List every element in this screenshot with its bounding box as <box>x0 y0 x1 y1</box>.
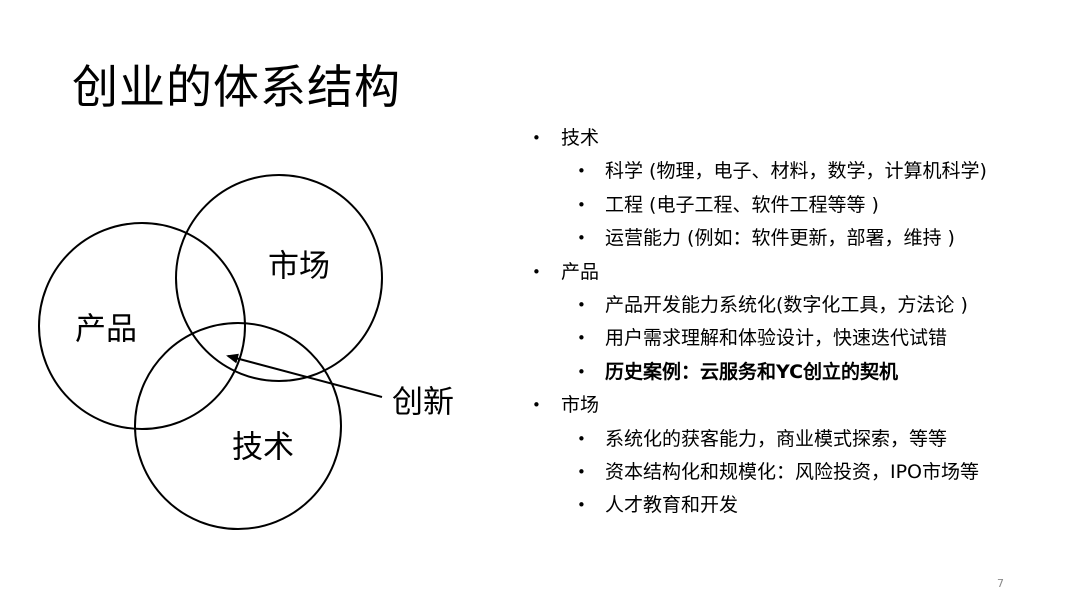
product-circle <box>38 222 246 430</box>
sub-bullet-item: • 产品开发能力系统化(数字化工具，方法论 ) <box>530 289 1070 322</box>
bullet-dot-icon: • <box>532 129 541 147</box>
bullet-text: 市场 <box>561 394 600 417</box>
bullet-text: 用户需求理解和体验设计，快速迭代试错 <box>605 327 948 350</box>
page-number: 7 <box>997 577 1004 590</box>
venn-diagram: 产品 市场 技术 创新 <box>38 174 454 530</box>
product-label: 产品 <box>75 312 137 348</box>
sub-bullet-item: • 工程 (电子工程、软件工程等等 ) <box>530 189 1070 222</box>
bullet-dot-icon: • <box>577 329 586 348</box>
bullet-dot-icon: • <box>577 195 586 214</box>
bullet-list: • 技术 • 科学 (物理，电子、材料，数学，计算机科学) • 工程 (电子工程、软件… <box>530 122 1070 523</box>
slide-title: 创业的体系结构 <box>72 60 401 114</box>
bullet-text: 技术 <box>561 127 600 149</box>
bullet-text: 产品 <box>561 260 600 283</box>
bullet-dot-icon: • <box>577 496 586 515</box>
bullet-text: 资本结构化和规模化：风险投资，IPO市场等 <box>605 460 980 483</box>
bullet-dot-icon: • <box>577 162 586 181</box>
innovation-label: 创新 <box>392 385 454 421</box>
bullet-text: 人才教育和开发 <box>605 494 739 517</box>
sub-bullet-item: • 人才教育和开发 <box>530 489 1070 522</box>
bullet-dot-icon: • <box>532 262 541 281</box>
bullet-dot-icon: • <box>577 462 586 481</box>
bullet-dot-icon: • <box>532 396 541 415</box>
market-circle <box>175 174 383 382</box>
innovation-arrow <box>226 353 383 398</box>
bullet-item: • 技术 <box>530 122 1070 155</box>
sub-bullet-item: • 资本结构化和规模化：风险投资，IPO市场等 <box>530 456 1070 489</box>
bullet-dot-icon: • <box>577 429 586 448</box>
sub-bullet-item: • 用户需求理解和体验设计，快速迭代试错 <box>530 322 1070 355</box>
tech-circle <box>134 322 342 530</box>
bullet-text: 运营能力 (例如：软件更新，部署，维持 ) <box>605 227 955 250</box>
bullet-text: 工程 (电子工程、软件工程等等 ) <box>605 193 879 216</box>
bullet-dot-icon: • <box>577 362 586 381</box>
sub-bullet-item: • 运营能力 (例如：软件更新，部署，维持 ) <box>530 222 1070 255</box>
bullet-item: • 产品 <box>530 256 1070 289</box>
sub-bullet-item: • 科学 (物理，电子、材料，数学，计算机科学) <box>530 155 1070 188</box>
bullet-text: 系统化的获客能力，商业模式探索，等等 <box>605 427 948 450</box>
bullet-text: 历史案例：云服务和YC创立的契机 <box>605 360 899 383</box>
bullet-item: • 市场 <box>530 389 1070 422</box>
bullet-dot-icon: • <box>577 295 586 314</box>
bullet-text: 科学 (物理，电子、材料，数学，计算机科学) <box>605 160 987 183</box>
tech-label: 技术 <box>232 430 294 466</box>
bullet-text: 产品开发能力系统化(数字化工具，方法论 ) <box>605 293 968 316</box>
sub-bullet-item-highlight: • 历史案例：云服务和YC创立的契机 <box>530 356 1070 389</box>
sub-bullet-item: • 系统化的获客能力，商业模式探索，等等 <box>530 423 1070 456</box>
market-label: 市场 <box>268 249 330 285</box>
bullet-dot-icon: • <box>577 229 586 248</box>
